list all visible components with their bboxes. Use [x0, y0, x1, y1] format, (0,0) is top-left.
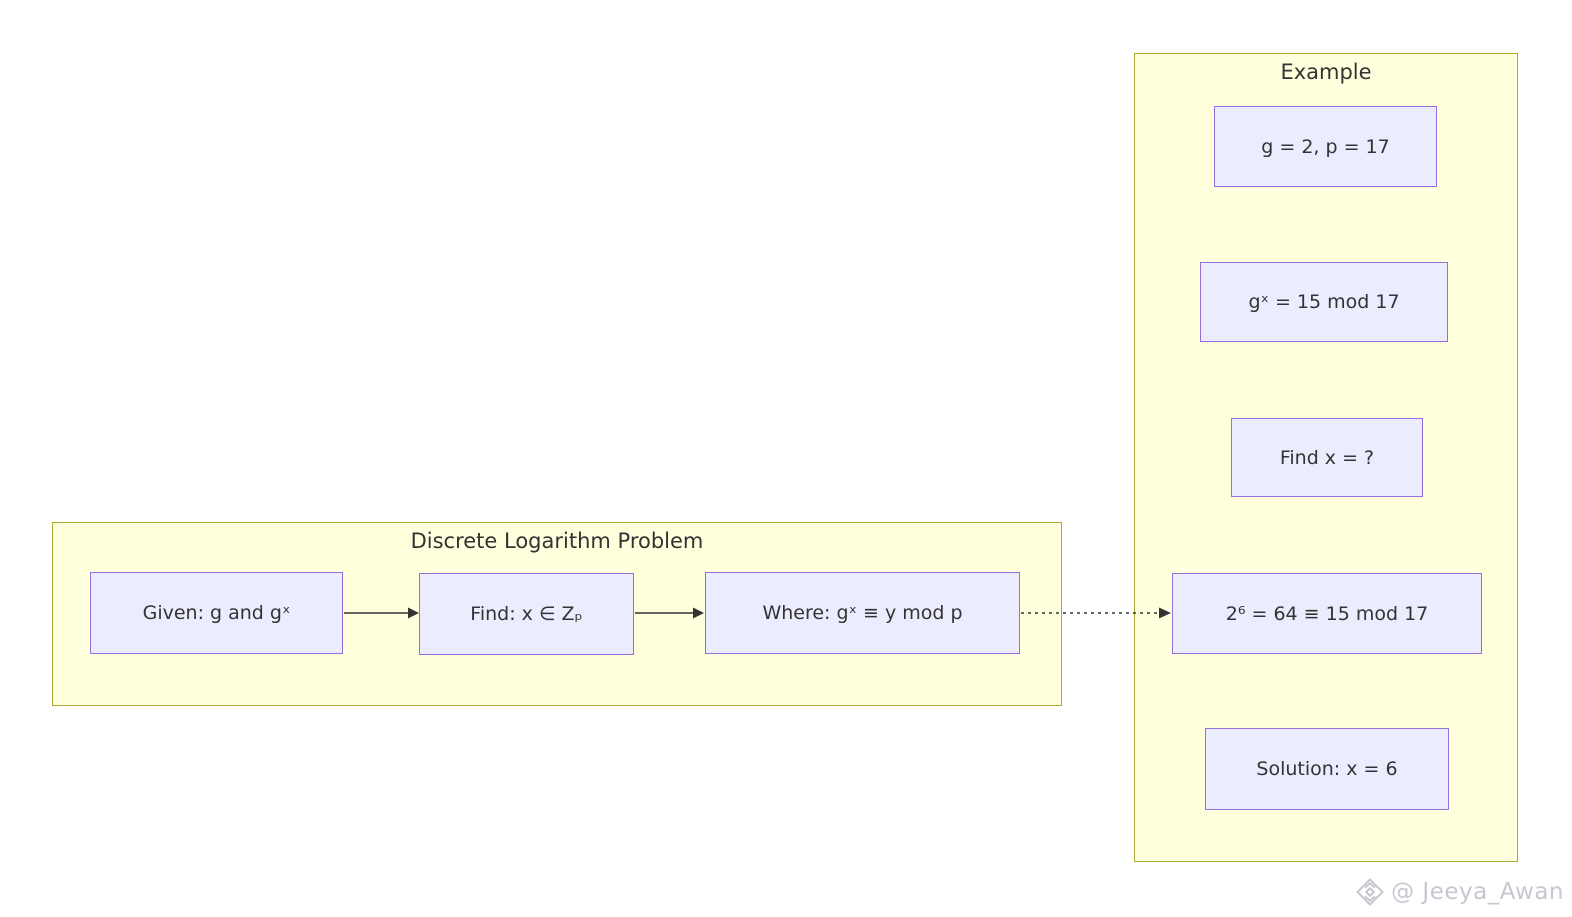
- node-label: Find: x ∈ Zₚ: [470, 603, 583, 625]
- node-2pow6-64-equiv-15-mod-17: 2⁶ = 64 ≡ 15 mod 17: [1172, 573, 1482, 654]
- node-given-g-and-gx: Given: g and gˣ: [90, 572, 343, 654]
- node-gx-15-mod-17: gˣ = 15 mod 17: [1200, 262, 1448, 342]
- node-find-x-question: Find x = ?: [1231, 418, 1423, 497]
- node-label: g = 2, p = 17: [1261, 135, 1390, 158]
- node-label: Solution: x = 6: [1256, 758, 1398, 780]
- node-label: gˣ = 15 mod 17: [1248, 291, 1400, 313]
- watermark-text: @ Jeeya_Awan: [1391, 879, 1564, 905]
- node-solution-x-6: Solution: x = 6: [1205, 728, 1449, 810]
- node-label: Given: g and gˣ: [142, 602, 291, 624]
- node-g-2-p-17: g = 2, p = 17: [1214, 106, 1437, 187]
- node-label: Find x = ?: [1279, 446, 1375, 469]
- node-find-x-in-zp: Find: x ∈ Zₚ: [419, 573, 634, 655]
- cluster-title-discrete-logarithm-problem: Discrete Logarithm Problem: [410, 529, 704, 553]
- watermark: @ Jeeya_Awan: [1355, 877, 1564, 907]
- diamond-logo-icon: [1355, 877, 1385, 907]
- node-label: Where: gˣ ≡ y mod p: [762, 602, 963, 624]
- cluster-title-example: Example: [1280, 60, 1372, 84]
- node-where-gx-equiv-y-mod-p: Where: gˣ ≡ y mod p: [705, 572, 1020, 654]
- node-label: 2⁶ = 64 ≡ 15 mod 17: [1225, 602, 1429, 625]
